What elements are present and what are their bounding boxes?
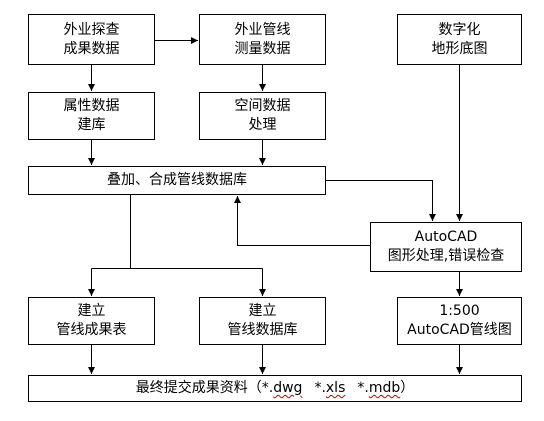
arrow-autocad-check-to-merge-db	[234, 196, 370, 246]
final-file-type: *.mdb	[357, 379, 400, 398]
node-label-line: 外业探查	[63, 21, 120, 38]
arrow-merge-db-to-autocad-check	[326, 180, 436, 221]
node-label-line: AutoCAD管线图	[407, 322, 512, 338]
node-label-line: 外业管线	[234, 21, 291, 38]
file-glob: *.	[261, 380, 274, 396]
node-label-line: 建立	[77, 303, 106, 319]
node-final-deliverables: 最终提交成果资料（ *.dwg *.xls *.mdb ）	[28, 375, 522, 402]
node-label-line: 成果数据	[63, 40, 120, 57]
file-glob: *.	[314, 380, 326, 396]
file-extension: mdb	[368, 380, 401, 396]
node-label-line: 空间数据	[234, 98, 291, 114]
node-label-line: 建库	[77, 117, 106, 133]
node-field-measurement-data: 外业管线 测量数据	[199, 14, 326, 65]
node-autocad-processing-check: AutoCAD 图形处理,错误检查	[370, 222, 522, 272]
node-field-survey-data: 外业探查 成果数据	[28, 14, 155, 65]
node-label-line: AutoCAD	[414, 229, 478, 245]
file-glob: *.	[357, 380, 369, 396]
node-label-line: 处理	[248, 117, 277, 133]
node-digital-topographic-map: 数字化 地形底图	[397, 14, 522, 65]
node-autocad-pipeline-map: 1:500 AutoCAD管线图	[397, 297, 522, 345]
connector-merge-db-split	[91, 195, 263, 269]
node-pipeline-database: 建立 管线数据库	[199, 297, 326, 345]
node-label-line: 图形处理,错误检查	[387, 248, 505, 264]
final-label-prefix: 最终提交成果资料（	[135, 380, 262, 396]
final-label-suffix: ）	[400, 380, 415, 396]
file-extension: dwg	[273, 380, 303, 396]
final-file-type: *.xls	[314, 379, 345, 398]
node-label-line: 管线数据库	[227, 322, 298, 338]
node-label-line: 属性数据	[63, 98, 120, 114]
final-file-type: *.dwg	[262, 379, 303, 398]
node-label-line: 管线成果表	[56, 322, 127, 338]
node-spatial-data-processing: 空间数据 处理	[199, 92, 326, 140]
node-label-line: 建立	[248, 303, 277, 319]
node-label-line: 地形底图	[431, 40, 488, 57]
file-extension: xls	[325, 380, 346, 396]
node-pipeline-results-table: 建立 管线成果表	[28, 297, 155, 345]
node-label-line: 测量数据	[234, 40, 291, 57]
node-label-line: 1:500	[439, 303, 480, 319]
node-merge-pipeline-database: 叠加、合成管线数据库	[28, 166, 326, 195]
node-label-line: 数字化	[438, 21, 481, 38]
node-attribute-database: 属性数据 建库	[28, 92, 155, 140]
node-label-line: 叠加、合成管线数据库	[107, 172, 247, 188]
